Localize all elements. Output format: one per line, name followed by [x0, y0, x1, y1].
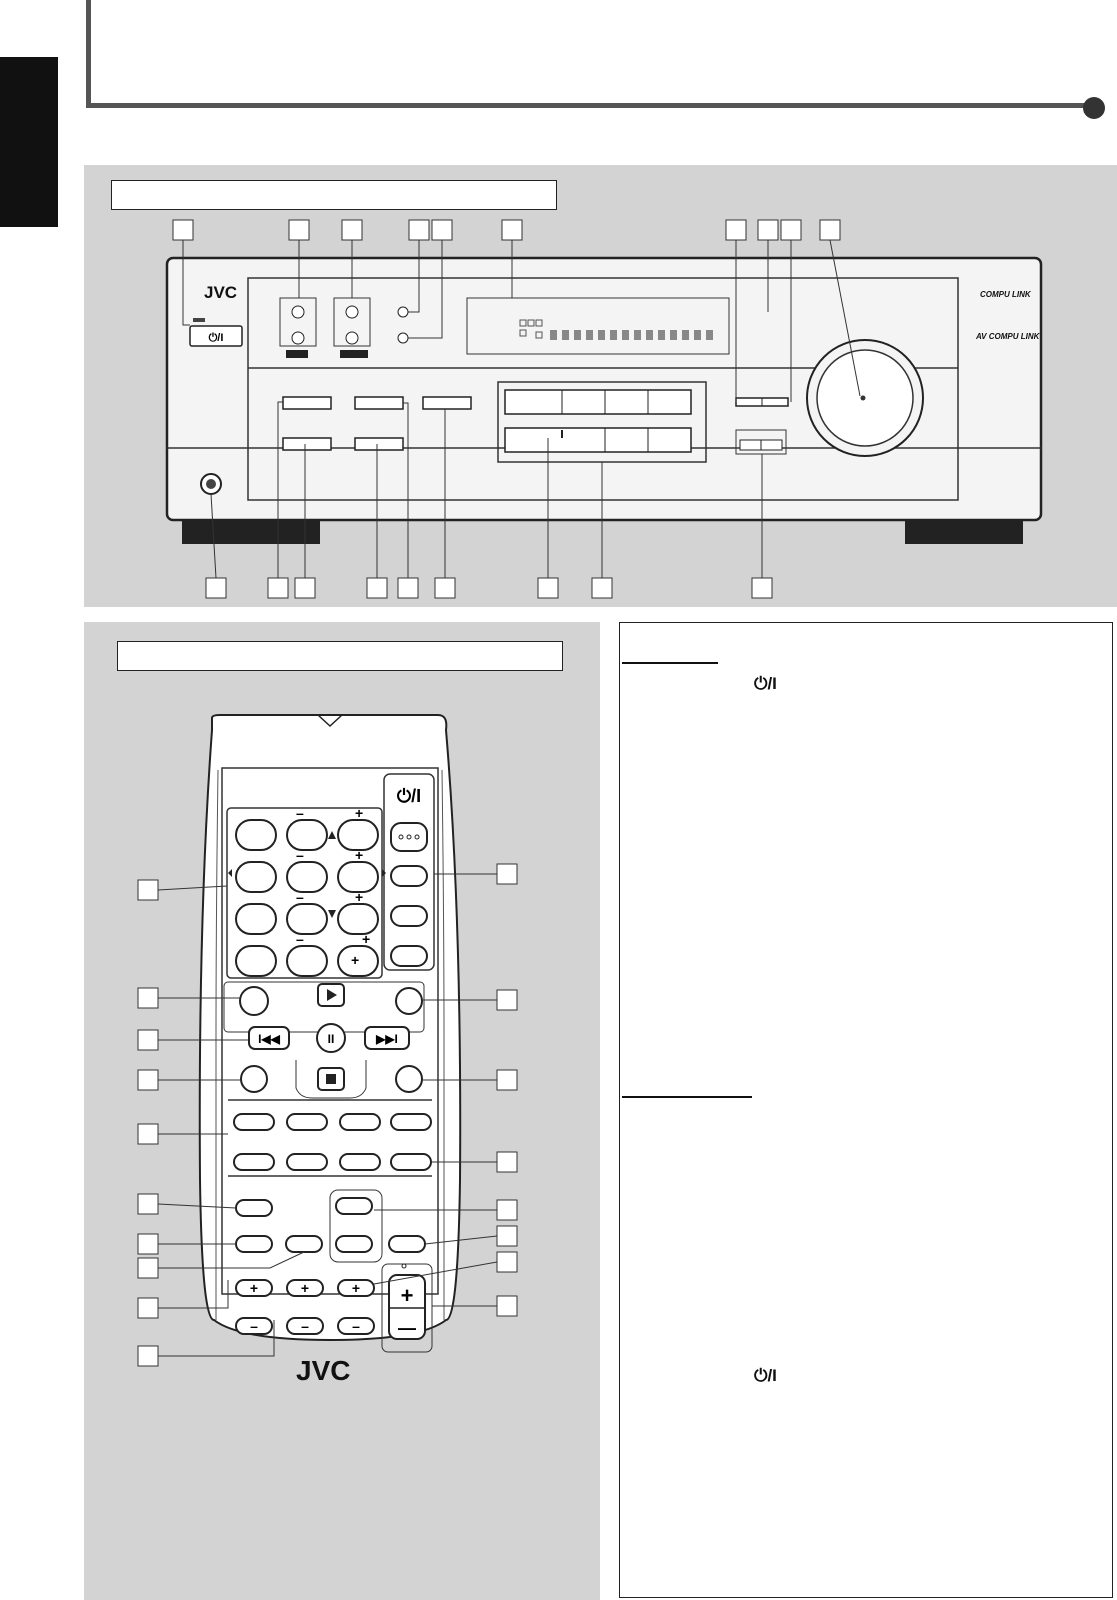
svg-text:+: +: [355, 889, 363, 905]
front-button: [354, 396, 404, 410]
svg-text:+: +: [355, 847, 363, 863]
svg-text:⏻/I: ⏻/I: [397, 786, 421, 806]
remote-label-box: [117, 641, 563, 671]
section-tab: [0, 57, 58, 227]
svg-text:+: +: [250, 1280, 258, 1296]
svg-text:–: –: [250, 1318, 258, 1334]
callout-box: [757, 219, 779, 241]
svg-text:–: –: [296, 847, 304, 863]
power-button: [189, 325, 243, 347]
notes-box: [619, 622, 1113, 1598]
svg-text:–: –: [301, 1318, 309, 1334]
callout-box: [397, 577, 419, 599]
left-foot: [182, 520, 320, 544]
title-dot: [1083, 97, 1105, 119]
front-button: [282, 437, 332, 451]
svg-text:⏻/I: ⏻/I: [209, 331, 224, 344]
callout-box: [288, 219, 310, 241]
receiver-body: [165, 256, 1043, 522]
callout-box: [408, 219, 430, 241]
svg-text:+: +: [401, 1283, 414, 1308]
front-button: [354, 437, 404, 451]
svg-text:I◀◀: I◀◀: [258, 1032, 281, 1046]
callout-box: [780, 219, 802, 241]
callout-box: [434, 577, 456, 599]
svg-text:–: –: [296, 931, 304, 947]
svg-text:+: +: [351, 952, 359, 968]
compu-link-label: COMPU LINK: [980, 290, 1031, 299]
av-compu-link-label: AV COMPU LINK: [976, 332, 1040, 341]
svg-text:+: +: [301, 1280, 309, 1296]
remote-brand-logo: JVC: [296, 1355, 351, 1386]
svg-text:–: –: [296, 805, 304, 821]
front-panel-illustration: ⏻/I: [165, 219, 1043, 599]
svg-text:+: +: [362, 931, 370, 947]
front-button: [282, 396, 332, 410]
callout-box: [294, 577, 316, 599]
power-symbol-2: ⏻/I: [754, 1366, 777, 1385]
callout-box: [725, 219, 747, 241]
svg-text:–: –: [352, 1318, 360, 1334]
svg-text:II: II: [328, 1032, 335, 1046]
remote-illustration: ⏻/I – + – + – + – + + I◀◀: [137, 714, 518, 1367]
callout-box: [366, 577, 388, 599]
callout-box: [501, 219, 523, 241]
callout-box: [267, 577, 289, 599]
callout-box: [537, 577, 559, 599]
callout-box: [172, 219, 194, 241]
front-brand-logo: JVC: [204, 283, 238, 302]
power-symbol: ⏻/I: [754, 674, 777, 693]
callout-box: [751, 577, 773, 599]
svg-text:▶▶I: ▶▶I: [375, 1032, 398, 1046]
svg-text:–: –: [296, 889, 304, 905]
front-button: [422, 396, 472, 410]
title-frame: [86, 0, 1096, 108]
notes-rule-1: [622, 662, 718, 664]
svg-text:—: —: [398, 1318, 416, 1338]
callout-box: [205, 577, 227, 599]
right-foot: [905, 520, 1023, 544]
notes-rule-2: [622, 1096, 752, 1098]
callout-box: [591, 577, 613, 599]
svg-text:+: +: [352, 1280, 360, 1296]
front-panel-label-box: [111, 180, 557, 210]
callout-box: [341, 219, 363, 241]
callout-box: [431, 219, 453, 241]
svg-text:+: +: [355, 805, 363, 821]
callout-box: [819, 219, 841, 241]
